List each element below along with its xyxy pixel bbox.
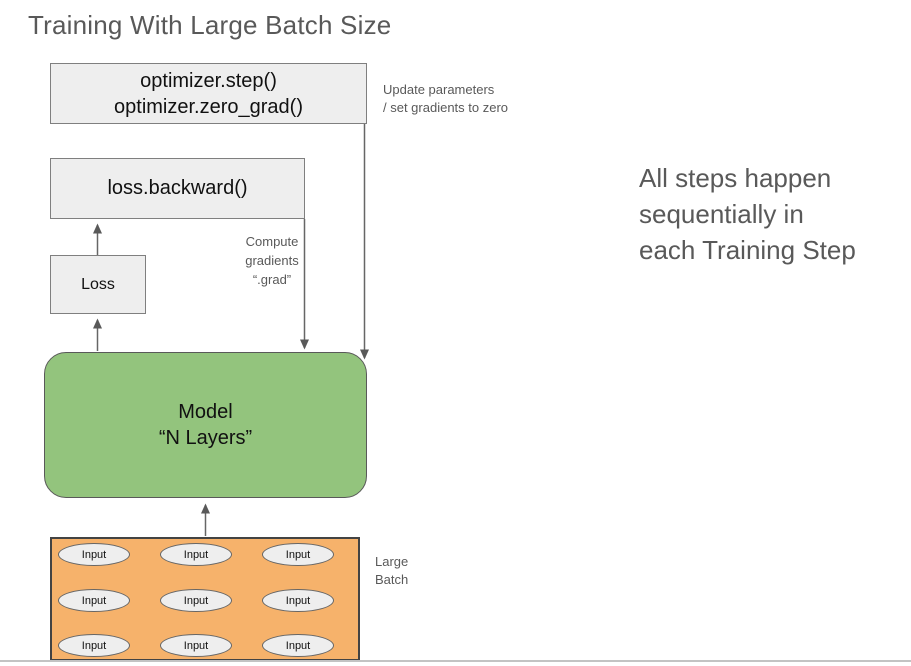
sequential-steps-note-line2: sequentially in xyxy=(639,199,804,229)
large-batch-box: Input Input Input Input Input Input Inpu… xyxy=(50,537,360,661)
compute-gradients-note-line1: Compute xyxy=(245,234,299,249)
optimizer-step-box: optimizer.step() optimizer.zero_grad() xyxy=(50,63,367,124)
update-parameters-note: Update parameters / set gradients to zer… xyxy=(383,81,508,117)
model-label-line1: Model xyxy=(178,401,233,423)
loss-label: Loss xyxy=(81,275,115,293)
large-batch-note-line1: Large xyxy=(375,554,409,569)
page-title: Training With Large Batch Size xyxy=(28,10,392,40)
input-node: Input xyxy=(58,634,130,657)
input-node: Input xyxy=(160,543,232,566)
loss-backward-box: loss.backward() xyxy=(50,158,305,219)
sequential-steps-note-line1: All steps happen xyxy=(639,163,832,193)
input-node: Input xyxy=(160,634,232,657)
compute-gradients-note-line2: gradients xyxy=(245,253,299,268)
input-node: Input xyxy=(58,543,130,566)
input-node: Input xyxy=(262,589,334,612)
input-node: Input xyxy=(262,543,334,566)
sequential-steps-note: All steps happen sequentially in each Tr… xyxy=(639,160,856,268)
input-node: Input xyxy=(262,634,334,657)
update-parameters-note-line2: / set gradients to zero xyxy=(383,100,509,115)
sequential-steps-note-line3: each Training Step xyxy=(639,235,856,265)
model-label-line2: “N Layers” xyxy=(158,427,253,449)
optimizer-zero-grad-line: optimizer.zero_grad() xyxy=(114,95,303,118)
compute-gradients-note-line3: “.grad” xyxy=(252,272,292,287)
update-parameters-note-line1: Update parameters xyxy=(383,82,495,97)
large-batch-note: Large Batch xyxy=(375,553,408,589)
model-box: Model “N Layers” xyxy=(44,352,367,498)
compute-gradients-note: Compute gradients “.grad” xyxy=(232,232,312,289)
loss-box: Loss xyxy=(50,255,146,314)
loss-backward-label: loss.backward() xyxy=(107,177,248,199)
input-node: Input xyxy=(58,589,130,612)
large-batch-note-line2: Batch xyxy=(375,572,409,587)
input-node: Input xyxy=(160,589,232,612)
optimizer-step-line: optimizer.step() xyxy=(140,69,277,92)
slide-bottom-edge xyxy=(0,660,911,662)
